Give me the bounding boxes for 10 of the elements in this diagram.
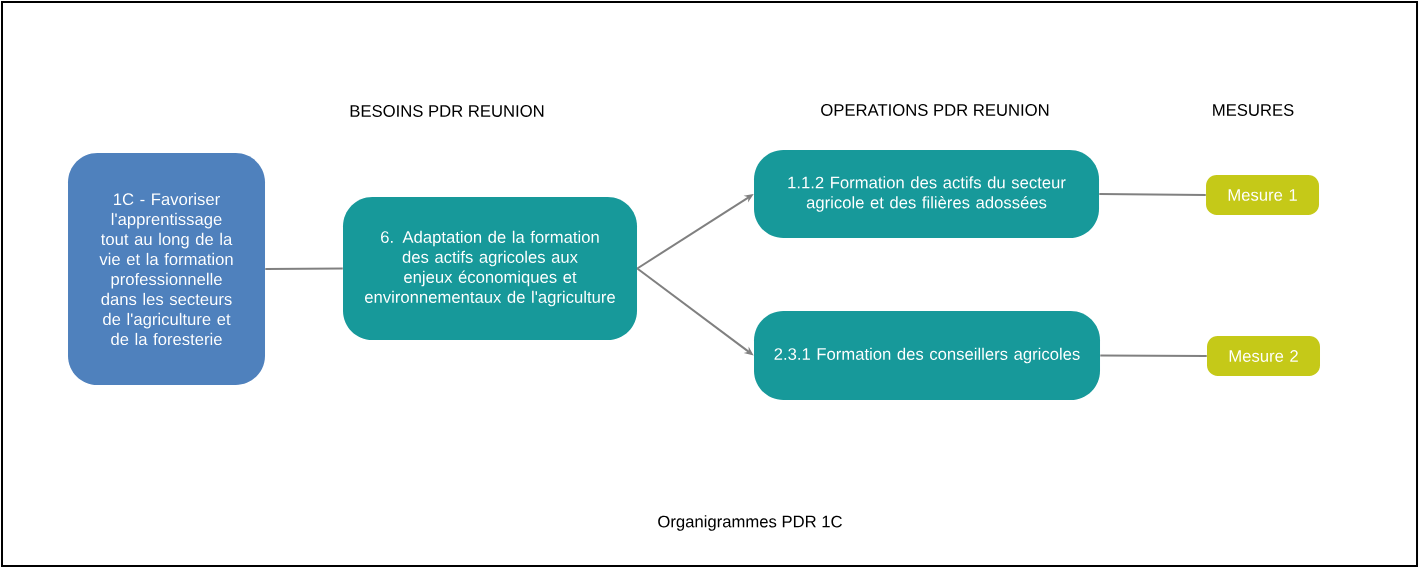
- caption: Organigrammes PDR 1C: [658, 515, 842, 531]
- operation-box: 2.3.1 Formation des conseillers agricoles: [754, 311, 1100, 400]
- measure-box: Mesure 1: [1206, 175, 1319, 215]
- column-heading: MESURES: [1213, 104, 1294, 116]
- column-heading: BESOINS PDR REUNION: [350, 105, 544, 117]
- column-heading: OPERATIONS PDR REUNION: [821, 104, 1049, 116]
- operation-box: 1.1.2 Formation des actifs du secteur agricole et des filières adossées: [754, 150, 1099, 238]
- need-box: 6. Adaptation de la formation des actifs agricoles aux enjeux économiques et environnementaux de l'agriculture: [343, 197, 637, 340]
- measure-box: Mesure 2: [1207, 336, 1320, 376]
- objective-box: 1C - Favoriser l'apprentissage tout au long de la vie et la formation professionnelle dans les secteurs de l'agriculture et de la foresterie: [68, 153, 265, 385]
